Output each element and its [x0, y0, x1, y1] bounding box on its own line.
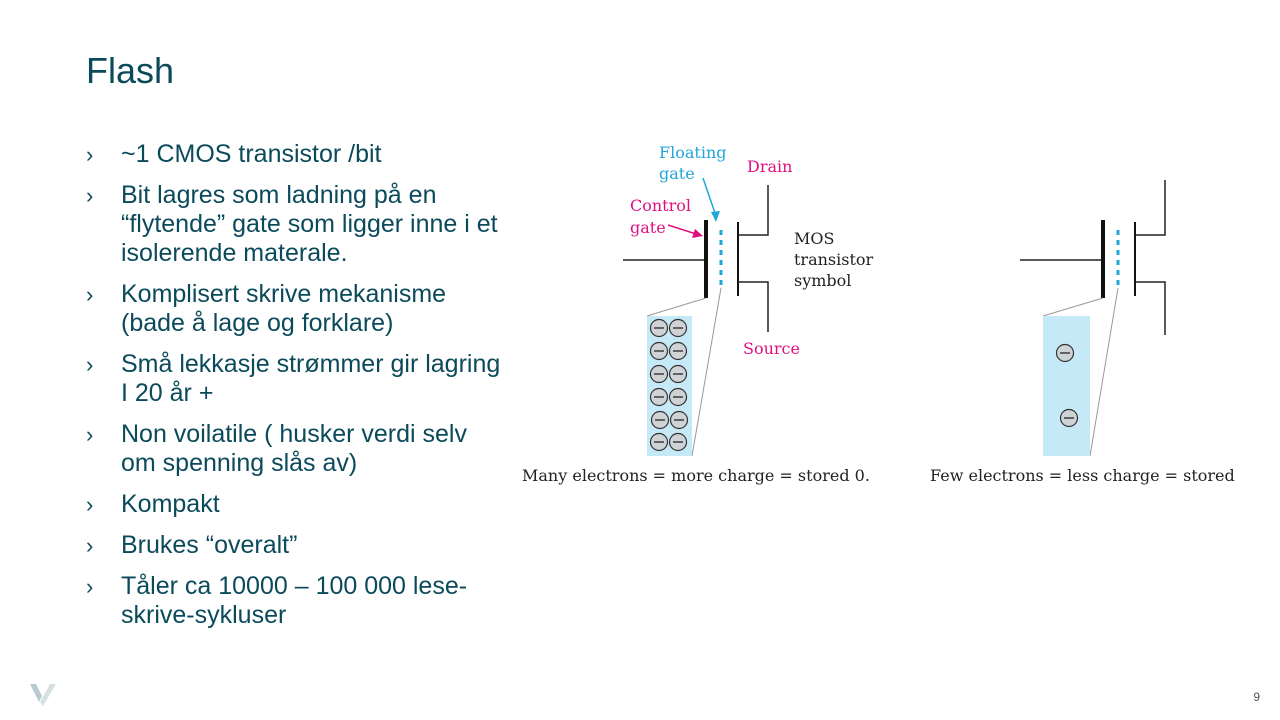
electron-icon — [649, 432, 669, 452]
bullet-text: Kompakt — [121, 490, 220, 518]
bullet-item: › Komplisert skrive mekanisme (bade å lag… — [86, 280, 506, 338]
control-gate-label: gate — [630, 218, 666, 237]
bullet-item: › Kompakt — [86, 490, 506, 519]
bullet-item: › Non voilatile ( husker verdi selv om sp… — [86, 420, 506, 478]
electron-icon — [649, 341, 669, 361]
chevron-right-icon: › — [86, 142, 94, 167]
source-lead — [738, 281, 769, 332]
logo-icon — [30, 684, 56, 706]
electron-icon — [668, 432, 688, 452]
charge-region — [647, 316, 692, 456]
electron-icon — [668, 364, 688, 384]
bullet-item: › Tåler ca 10000 – 100 000 lese-skrive-sy… — [86, 572, 506, 630]
flash-cell-diagram: Floating gate Control gate Drain Source … — [522, 143, 1240, 485]
charge-region — [1043, 316, 1090, 456]
drain-lead — [738, 185, 769, 236]
chevron-right-icon: › — [86, 492, 94, 517]
zoom-line — [691, 287, 722, 457]
zoom-line — [646, 297, 707, 317]
bullet-text: Tåler ca 10000 – 100 000 lese-skrive-syk… — [121, 572, 468, 629]
electron-icon — [669, 410, 689, 430]
electron-icon — [649, 364, 669, 384]
chevron-right-icon: › — [86, 352, 94, 377]
right-transistor: Few electrons = less charge = stored 1. — [930, 180, 1240, 485]
bullet-text: ~1 CMOS transistor /bit — [121, 140, 382, 168]
electron-icon — [650, 410, 670, 430]
bullet-item: › Brukes “overalt” — [86, 531, 506, 560]
electron-icon — [649, 387, 669, 407]
electron-icon — [668, 387, 688, 407]
chevron-right-icon: › — [86, 183, 94, 208]
floating-gate-pointer — [702, 177, 717, 217]
bullet-list: › ~1 CMOS transistor /bit › Bit lagres som… — [86, 140, 506, 642]
control-gate-pointer — [667, 224, 697, 235]
slide-number: 9 — [1253, 690, 1260, 704]
electron-icon — [1059, 408, 1079, 428]
mos-label: transistor — [794, 250, 874, 269]
control-gate-label: Control — [630, 196, 691, 215]
mos-label: MOS — [794, 229, 834, 248]
bullet-text: Komplisert skrive mekanisme (bade å lage… — [121, 280, 447, 337]
floating-gate-label: gate — [659, 164, 695, 183]
electron-stack — [649, 318, 689, 452]
drain-lead — [1135, 180, 1166, 236]
mos-label: symbol — [794, 271, 851, 290]
slide-title: Flash — [86, 50, 175, 91]
bullet-text: Små lekkasje strømmer gir lagring I 20 å… — [121, 350, 501, 407]
floating-gate-label: Floating — [659, 143, 726, 162]
arrow-head-icon — [692, 229, 703, 238]
chevron-right-icon: › — [86, 574, 94, 599]
drain-label: Drain — [747, 157, 792, 176]
zoom-line — [1089, 287, 1119, 457]
bullet-item: › Bit lagres som ladning på en “flytende”… — [86, 181, 506, 268]
source-lead — [1135, 281, 1166, 335]
chevron-right-icon: › — [86, 533, 94, 558]
source-label: Source — [743, 339, 800, 358]
electron-icon — [668, 341, 688, 361]
left-transistor: Floating gate Control gate Drain Source … — [522, 143, 874, 485]
bullet-text: Non voilatile ( husker verdi selv om spe… — [121, 420, 467, 477]
arrow-head-icon — [711, 211, 720, 222]
electron-icon — [668, 318, 688, 338]
chevron-right-icon: › — [86, 282, 94, 307]
bullet-text: Bit lagres som ladning på en “flytende” … — [121, 181, 498, 267]
caption-many-electrons: Many electrons = more charge = stored 0. — [522, 466, 870, 485]
bullet-text: Brukes “overalt” — [121, 531, 298, 559]
electron-icon — [649, 318, 669, 338]
electron-icon — [1055, 343, 1075, 363]
chevron-right-icon: › — [86, 422, 94, 447]
bullet-item: › ~1 CMOS transistor /bit — [86, 140, 506, 169]
bullet-item: › Små lekkasje strømmer gir lagring I 20 … — [86, 350, 506, 408]
zoom-line — [1042, 297, 1104, 317]
caption-few-electrons: Few electrons = less charge = stored 1. — [930, 466, 1240, 485]
